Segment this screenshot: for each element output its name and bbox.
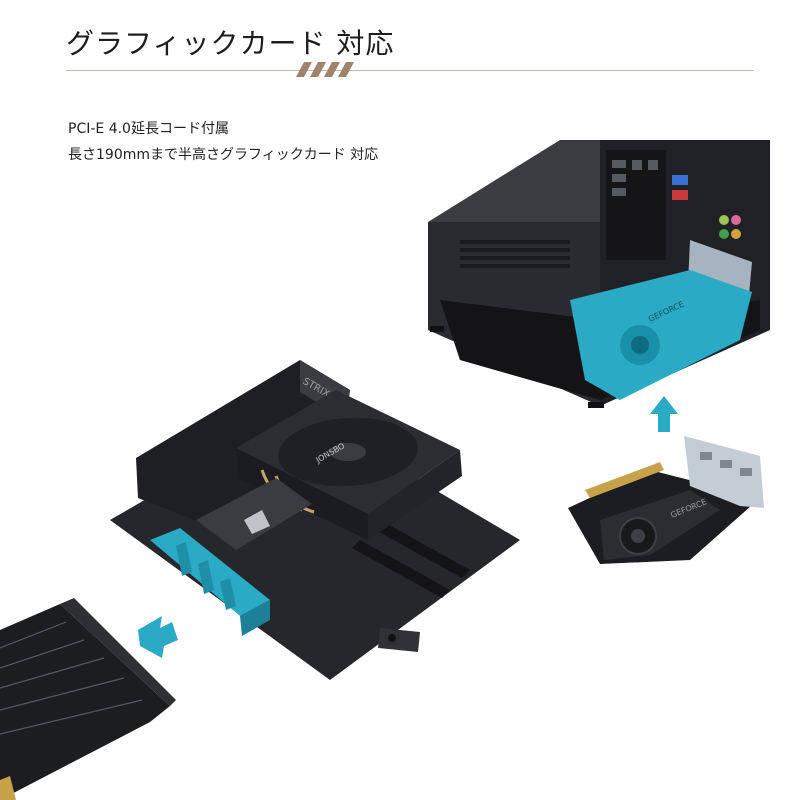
title-stripes-decoration — [296, 62, 354, 77]
motherboard: STRIX JONSBO — [110, 360, 520, 680]
description-line-1: PCI-E 4.0延長コード付属 — [68, 121, 229, 137]
arrow-up-icon — [650, 396, 678, 432]
low-profile-gpu: GEFORCE — [568, 436, 764, 564]
description-line-2: 長さ190mmまで半高さグラフィックカード 対応 — [68, 147, 379, 163]
title-divider — [66, 70, 754, 71]
arrow-right-icon — [138, 616, 178, 658]
page-title: グラフィックカード 対応 — [66, 27, 395, 60]
pcie-riser-cable — [0, 598, 176, 800]
pc-case: GEFORCE — [428, 140, 770, 408]
feature-description: PCI-E 4.0延長コード付属 長さ190mmまで半高さグラフィックカード 対… — [68, 116, 378, 168]
